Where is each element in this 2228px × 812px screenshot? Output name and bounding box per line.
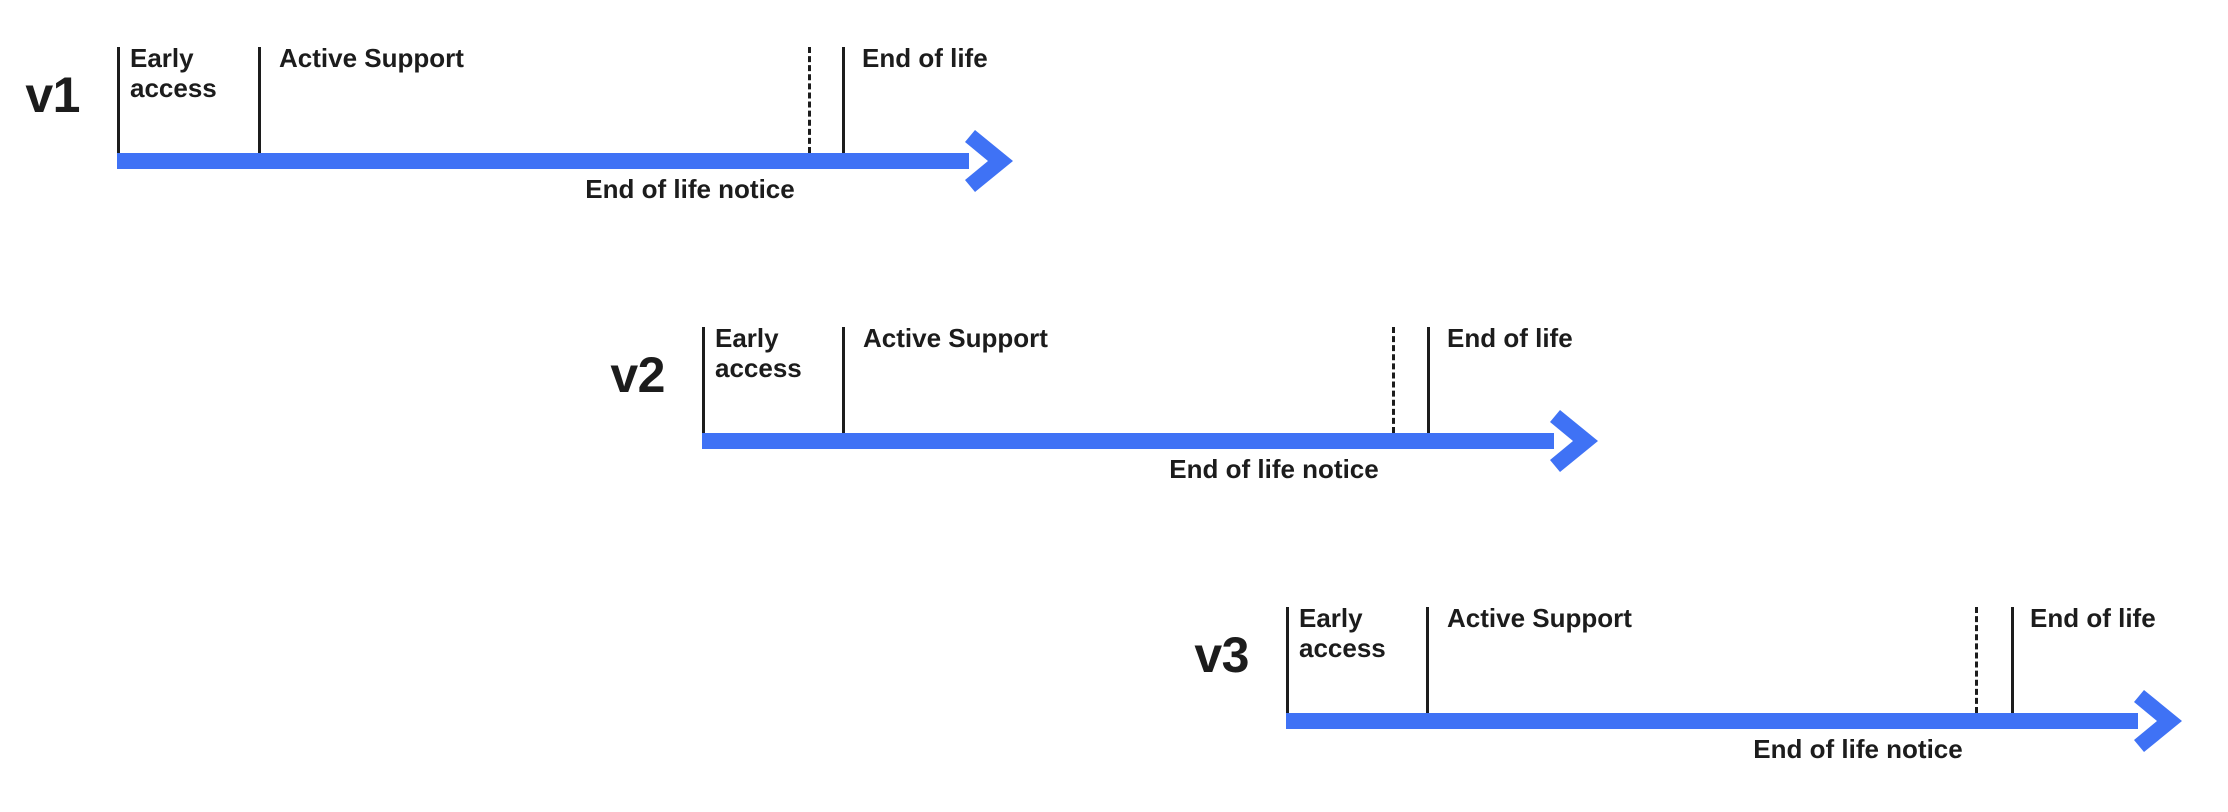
version-label-v3: v3 [1194,627,1249,683]
life-bar-v1 [117,153,969,169]
phase-divider-end-v2 [1427,327,1430,433]
phase-divider-mid-v2 [842,327,845,433]
bar-caption-end-of-life-notice-v3: End of life notice [1753,734,1963,764]
phase-label-end-of-life-v3: End of life [2030,603,2156,633]
phase-divider-start-v2 [702,327,705,433]
bar-caption-end-of-life-notice-v2: End of life notice [1169,454,1379,484]
end-of-life-notice-marker-v2 [1392,327,1395,433]
phase-label-early-access-v2: Early access [715,323,802,384]
phase-label-end-of-life-v1: End of life [862,43,988,73]
phase-label-active-support-v1: Active Support [279,43,464,73]
phase-divider-end-v1 [842,47,845,153]
life-bar-v2 [702,433,1554,449]
phase-divider-end-v3 [2011,607,2014,713]
phase-divider-mid-v3 [1426,607,1429,713]
version-label-v1: v1 [25,67,80,123]
end-of-life-notice-marker-v3 [1975,607,1978,713]
phase-label-active-support-v3: Active Support [1447,603,1632,633]
arrow-head-v1 [965,130,1013,192]
phase-divider-mid-v1 [258,47,261,153]
phase-divider-start-v3 [1286,607,1289,713]
phase-label-end-of-life-v2: End of life [1447,323,1573,353]
phase-label-early-access-v3: Early access [1299,603,1386,664]
phase-label-active-support-v2: Active Support [863,323,1048,353]
phase-divider-start-v1 [117,47,120,153]
phase-label-early-access-v1: Early access [130,43,217,104]
arrow-head-v3 [2134,690,2182,752]
bar-caption-end-of-life-notice-v1: End of life notice [585,174,795,204]
arrow-head-v2 [1550,410,1598,472]
life-bar-v3 [1286,713,2138,729]
version-label-v2: v2 [610,347,665,403]
end-of-life-notice-marker-v1 [808,47,811,153]
